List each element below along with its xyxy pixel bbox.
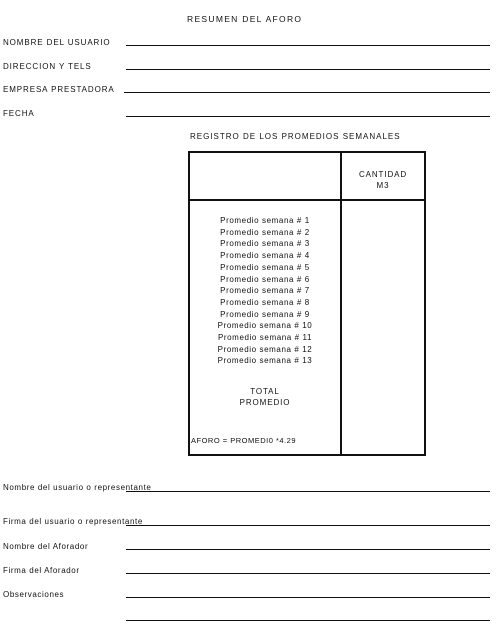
header-empty-cell: [188, 151, 342, 201]
field-line-nombre-representante[interactable]: [126, 491, 490, 492]
field-line-firma-representante[interactable]: [126, 525, 490, 526]
weeks-cell: Promedio semana # 1 Promedio semana # 2 …: [188, 199, 342, 456]
field-line-observaciones-1[interactable]: [126, 597, 490, 598]
field-label-nombre-representante: Nombre del usuario o representante: [3, 483, 152, 492]
field-label-nombre-aforador: Nombre del Aforador: [3, 542, 89, 551]
week-row: Promedio semana # 3: [220, 239, 310, 249]
week-row: Promedio semana # 11: [217, 333, 313, 343]
form-title: RESUMEN DEL AFORO: [187, 14, 303, 24]
field-label-empresa: EMPRESA PRESTADORA: [3, 85, 115, 94]
promedio-label: PROMEDIO: [239, 398, 291, 408]
field-label-firma-aforador: Firma del Aforador: [3, 566, 80, 575]
cantidad-label: CANTIDAD: [358, 170, 408, 179]
registro-title: REGISTRO DE LOS PROMEDIOS SEMANALES: [190, 132, 401, 141]
field-line-direccion[interactable]: [126, 69, 490, 70]
weeks-list: Promedio semana # 1 Promedio semana # 2 …: [190, 201, 340, 367]
week-row: Promedio semana # 10: [217, 321, 313, 331]
field-label-firma-representante: Firma del usuario o representante: [3, 517, 143, 526]
field-line-fecha[interactable]: [126, 116, 490, 117]
week-row: Promedio semana # 2: [220, 227, 310, 237]
registro-table: CANTIDAD M3 Promedio semana # 1 Promedio…: [188, 151, 426, 456]
week-row: Promedio semana # 7: [220, 286, 310, 296]
field-label-fecha: FECHA: [3, 109, 35, 118]
field-line-nombre-usuario[interactable]: [126, 45, 490, 46]
field-line-nombre-aforador[interactable]: [126, 549, 490, 550]
field-line-observaciones-2[interactable]: [126, 620, 490, 621]
cantidad-values-cell[interactable]: [340, 199, 426, 456]
cantidad-header-cell: CANTIDAD M3: [340, 151, 426, 201]
week-row: Promedio semana # 8: [220, 297, 310, 307]
total-label: TOTAL: [250, 387, 280, 397]
week-row: Promedio semana # 13: [217, 356, 313, 366]
week-row: Promedio semana # 9: [220, 309, 310, 319]
field-label-direccion: DIRECCION Y TELS: [3, 62, 92, 71]
aforo-formula: AFORO = PROMEDI0 *4.29: [191, 436, 296, 445]
week-row: Promedio semana # 5: [220, 262, 310, 272]
field-line-empresa[interactable]: [124, 92, 490, 93]
week-row: Promedio semana # 6: [220, 274, 310, 284]
field-line-firma-aforador[interactable]: [126, 573, 490, 574]
week-row: Promedio semana # 12: [217, 344, 313, 354]
field-label-observaciones: Observaciones: [3, 590, 65, 599]
field-label-nombre-usuario: NOMBRE DEL USUARIO: [3, 38, 111, 47]
week-row: Promedio semana # 1: [220, 216, 310, 225]
total-block: TOTAL PROMEDIO: [190, 386, 340, 408]
unit-label: M3: [376, 181, 390, 190]
week-row: Promedio semana # 4: [220, 251, 310, 261]
